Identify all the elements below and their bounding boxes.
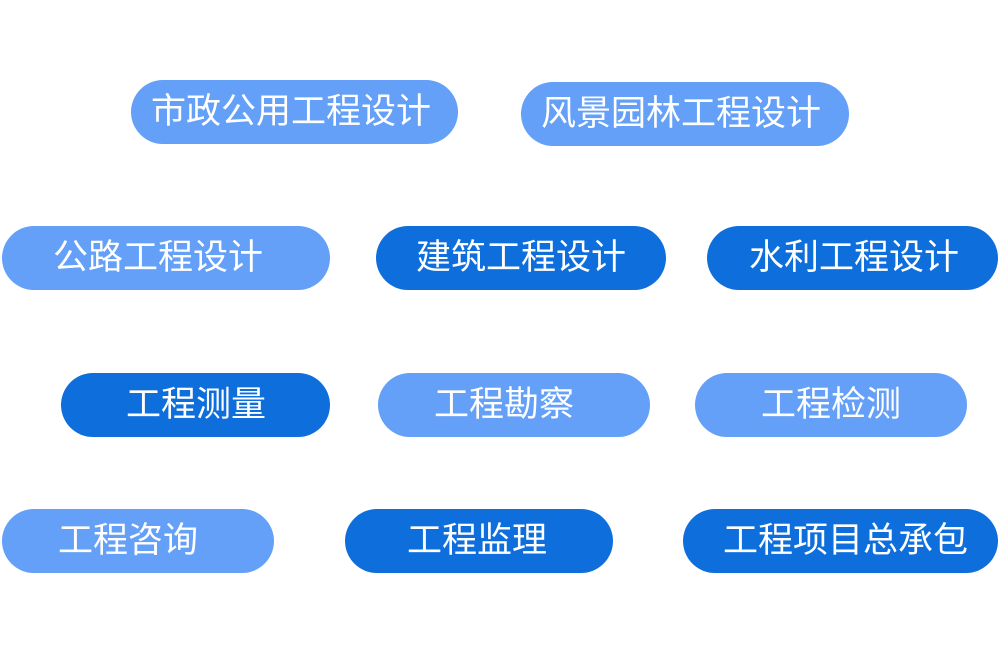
tag-building-engineering-design[interactable]: 建筑工程设计 xyxy=(376,226,666,290)
tag-water-conservancy-engineering-design[interactable]: 水利工程设计 xyxy=(707,226,998,290)
tag-label: 市政公用工程设计 xyxy=(151,92,432,132)
tag-label: 风景园林工程设计 xyxy=(541,94,822,134)
tag-label: 工程项目总承包 xyxy=(723,521,969,561)
tag-engineering-consulting[interactable]: 工程咨询 xyxy=(2,509,274,573)
tag-label: 工程检测 xyxy=(761,385,902,425)
tag-label: 工程咨询 xyxy=(58,521,199,561)
tag-engineering-survey[interactable]: 工程测量 xyxy=(61,373,330,437)
tag-municipal-engineering-design[interactable]: 市政公用工程设计 xyxy=(131,80,458,144)
tag-label: 工程测量 xyxy=(126,385,267,425)
tag-label: 工程勘察 xyxy=(434,385,575,425)
tag-engineering-supervision[interactable]: 工程监理 xyxy=(345,509,613,573)
tag-engineering-investigation[interactable]: 工程勘察 xyxy=(378,373,650,437)
tag-label: 工程监理 xyxy=(407,521,548,561)
tag-label: 水利工程设计 xyxy=(749,238,960,278)
tag-landscape-engineering-design[interactable]: 风景园林工程设计 xyxy=(521,82,849,146)
tag-label: 建筑工程设计 xyxy=(416,238,627,278)
tag-highway-engineering-design[interactable]: 公路工程设计 xyxy=(2,226,330,290)
tag-label: 公路工程设计 xyxy=(53,238,264,278)
tag-engineering-general-contracting[interactable]: 工程项目总承包 xyxy=(683,509,998,573)
tag-engineering-testing[interactable]: 工程检测 xyxy=(695,373,967,437)
